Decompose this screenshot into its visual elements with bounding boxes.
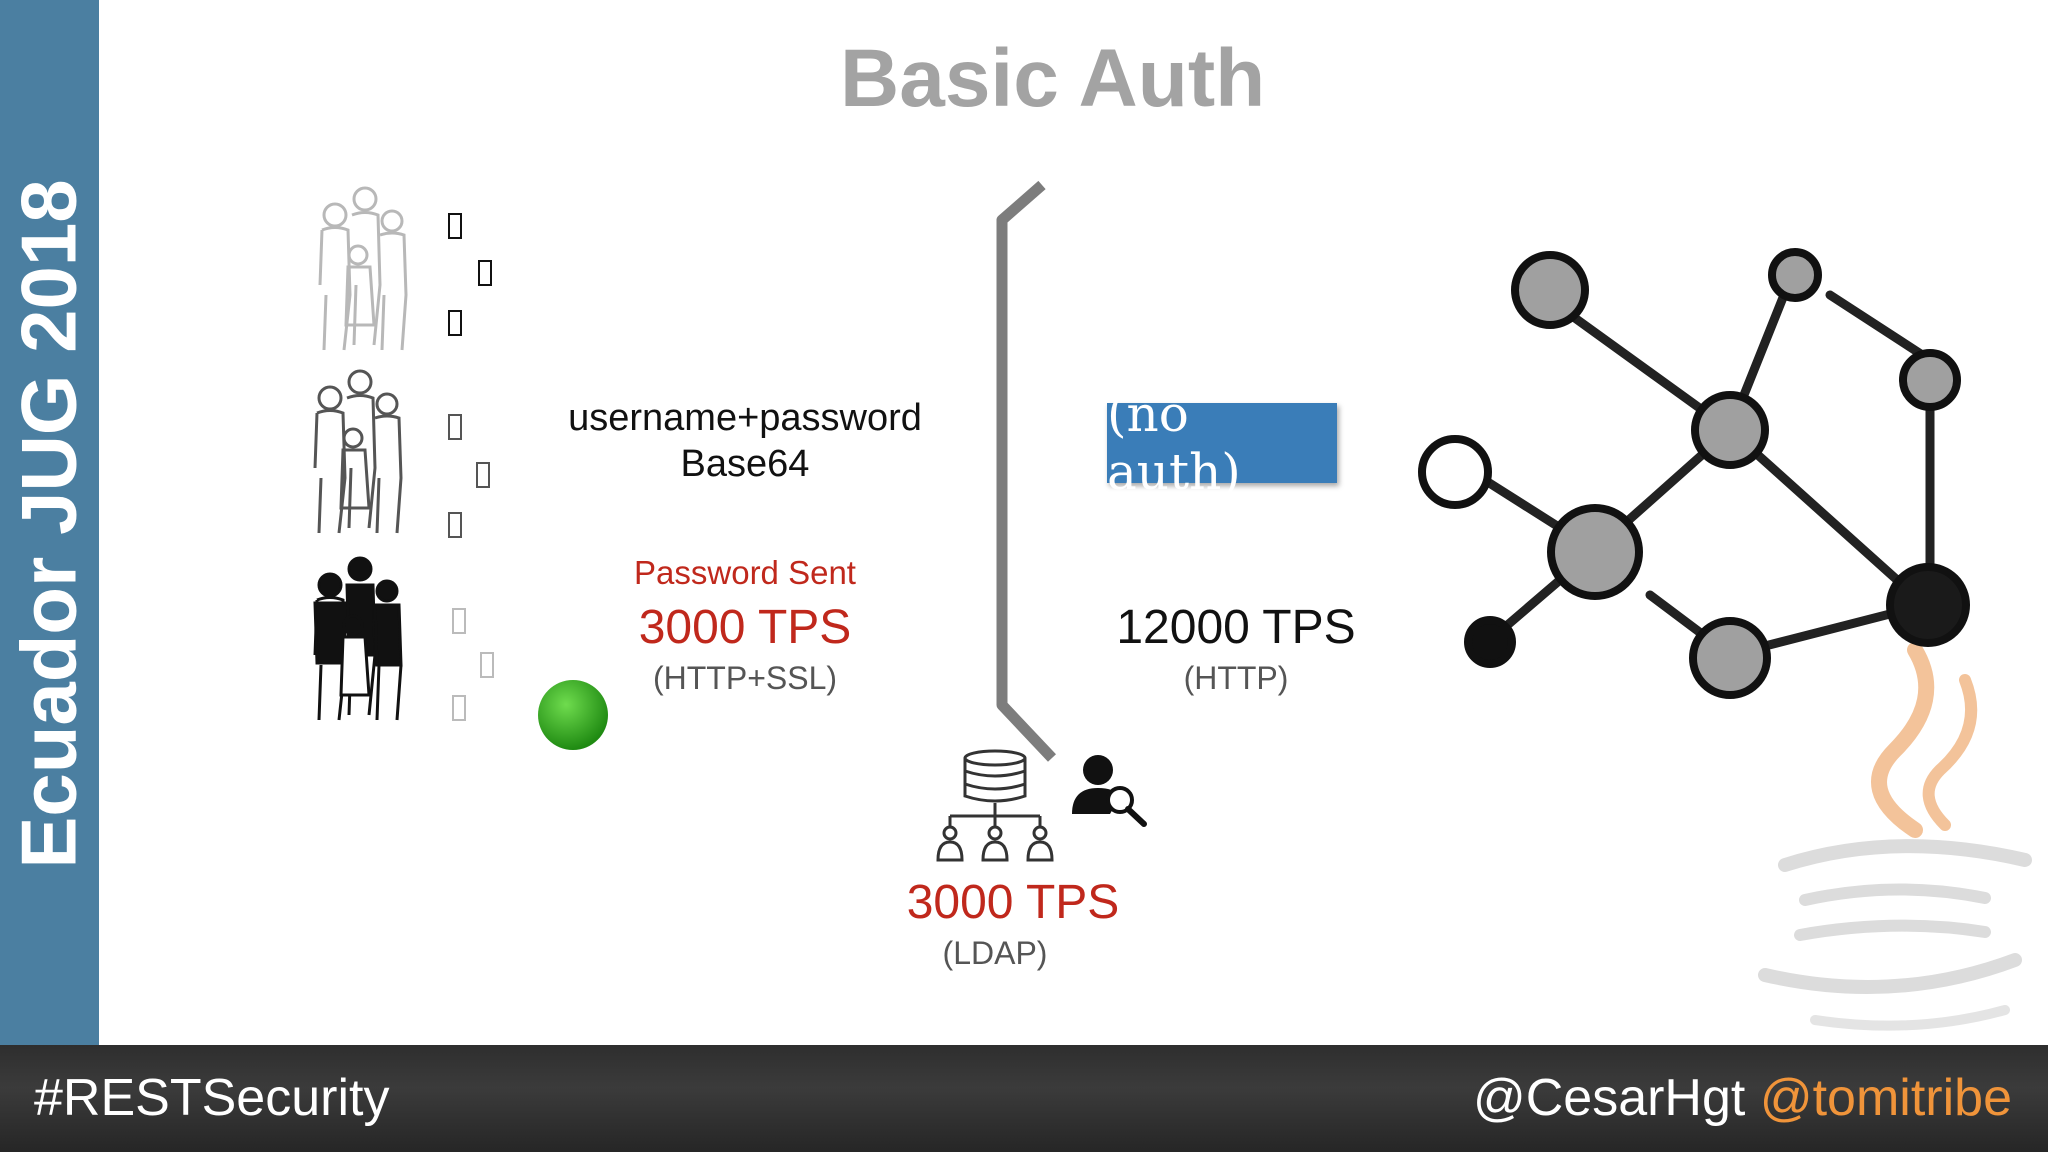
handle-tomitribe: @tomitribe: [1759, 1069, 2012, 1127]
family-icon-outline: [313, 369, 403, 534]
credentials-line2: Base64: [680, 443, 810, 485]
server-tps: 12000 TPS: [1116, 601, 1356, 654]
footer-bar: [0, 1045, 2048, 1152]
slide-title: Basic Auth: [840, 33, 1266, 124]
glyph-box: [448, 310, 462, 336]
database-icon: [936, 749, 1054, 862]
event-label: Ecuador JUG 2018: [4, 179, 93, 869]
status-dot-icon: [538, 680, 608, 750]
author-handles: @CesarHgt @tomitribe: [1473, 1068, 2012, 1128]
network-graph-icon: [1418, 248, 1970, 699]
server-protocol: (HTTP): [1183, 660, 1289, 696]
divider-bracket: [996, 180, 1057, 762]
java-logo-icon: [1758, 642, 2032, 1031]
glyph-box: [452, 608, 466, 634]
glyph-box: [448, 512, 462, 538]
credentials-line1: username+password: [568, 397, 922, 439]
client-tps: 3000 TPS: [638, 601, 852, 654]
glyph-box: [452, 695, 466, 721]
password-sent-label: Password Sent: [634, 554, 856, 591]
handle-cesarhgt: @CesarHgt: [1472, 1069, 1746, 1127]
family-icon-solid: [313, 556, 403, 721]
glyph-box: [448, 213, 462, 239]
ldap-tps: 3000 TPS: [906, 876, 1120, 929]
glyph-box: [478, 260, 492, 286]
family-icon-faded: [318, 186, 408, 351]
glyph-box: [476, 462, 490, 488]
no-auth-badge: (no auth): [1107, 385, 1337, 501]
sidebar: Ecuador JUG 2018: [0, 0, 99, 1048]
ldap-protocol: (LDAP): [942, 935, 1048, 971]
client-protocol: (HTTP+SSL): [652, 660, 838, 696]
glyph-box: [448, 414, 462, 440]
glyph-box: [480, 652, 494, 678]
user-search-icon: [1072, 755, 1147, 827]
hashtag-label: #RESTSecurity: [34, 1069, 390, 1127]
